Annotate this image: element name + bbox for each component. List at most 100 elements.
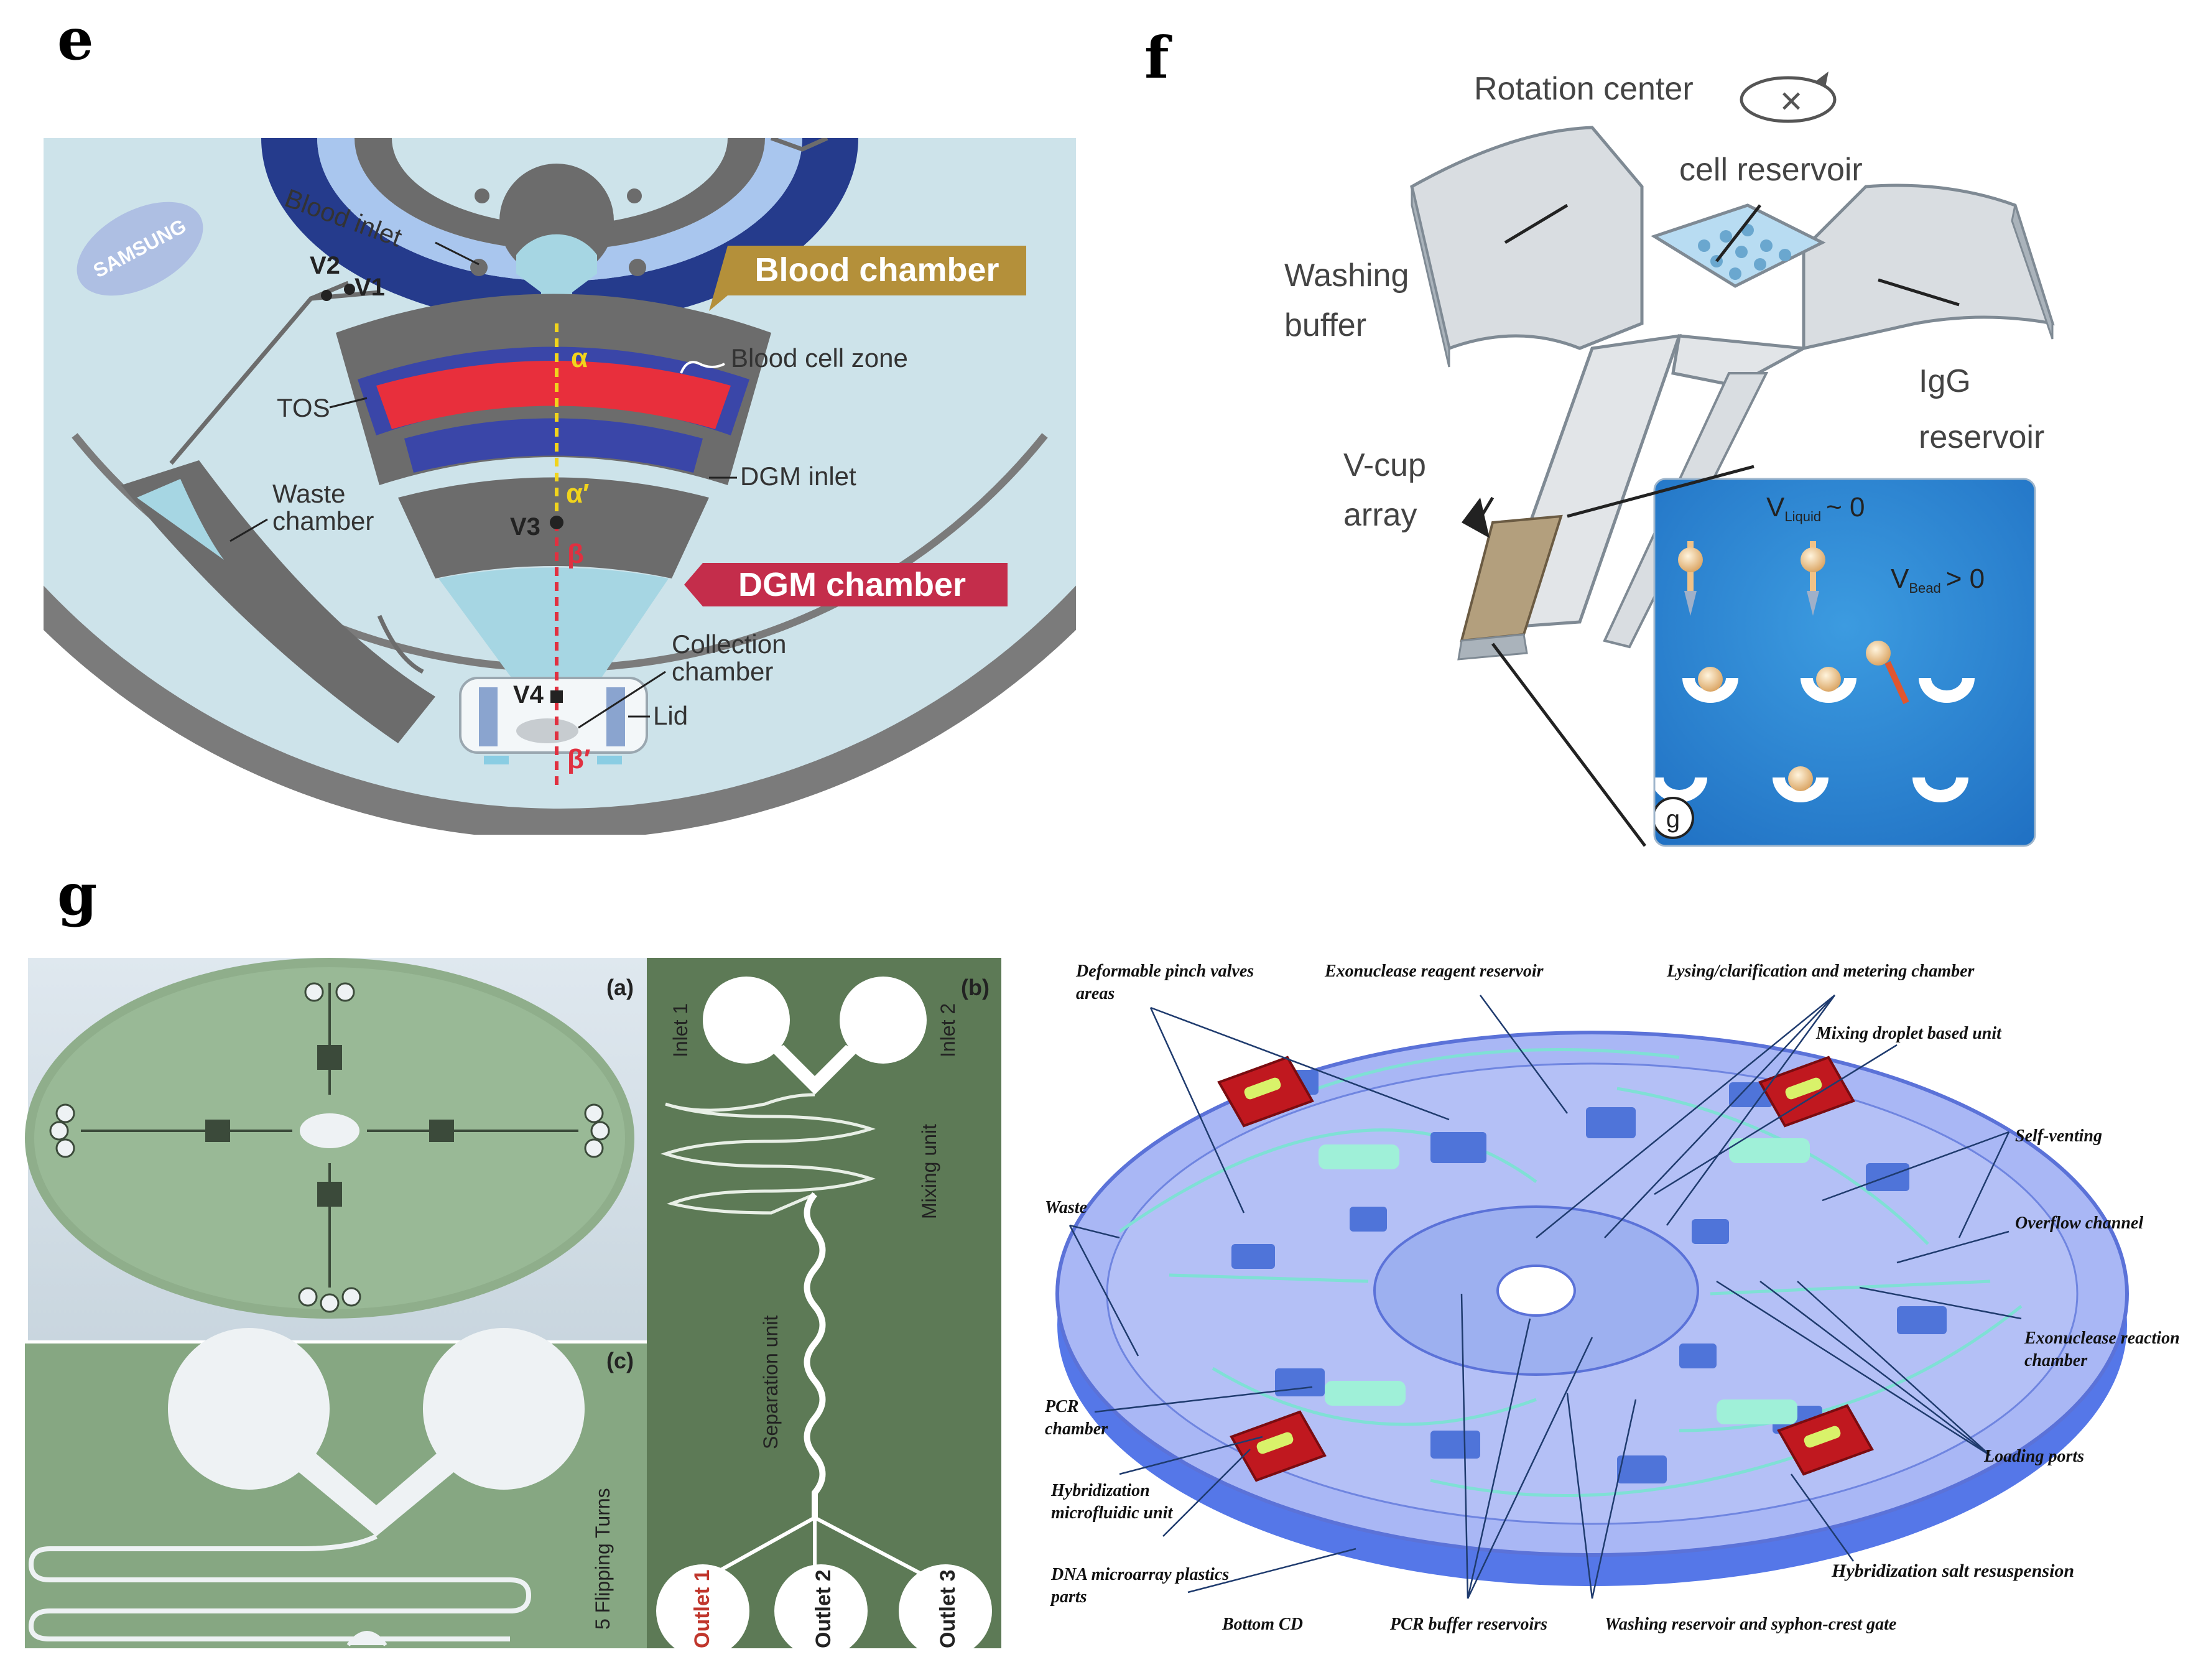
label-exo-reaction-line1: Exonuclease reaction (2024, 1329, 2180, 1348)
label-tos: TOS (277, 393, 330, 422)
label-pinch-line1: Deformable pinch valves (1075, 962, 1254, 981)
valve-v1 (344, 284, 355, 295)
blood-inlet-drop (516, 234, 597, 317)
subpanel-a-wells (49, 982, 610, 1313)
label-separation-unit: Separation unit (759, 1316, 782, 1449)
label-blood-cell-zone: Blood cell zone (731, 343, 908, 373)
label-waste-line1: Waste (272, 479, 345, 508)
lid-foot-left (484, 756, 509, 764)
label-inlet1: Inlet 1 (669, 1003, 692, 1057)
tag-a: (a) (606, 975, 634, 1000)
label-waste: Waste (1045, 1198, 1087, 1217)
label-outlet2: Outlet 2 (812, 1569, 835, 1648)
label-alpha: α (571, 343, 588, 373)
label-lysing: Lysing/clarification and metering chambe… (1666, 962, 1975, 981)
leader-collection (578, 671, 666, 729)
washing-buffer-reservoir (1410, 126, 1644, 351)
valve-v3 (550, 516, 563, 529)
label-dgm-chamber: DGM chamber (738, 566, 966, 603)
leader-waste (229, 518, 268, 542)
label-v-bead: VBead> 0 (1891, 564, 1985, 596)
label-v2: V2 (310, 252, 340, 279)
subpanel-a-channels (81, 983, 578, 1288)
panel-e-diagram: SAMSUNG (44, 138, 1076, 835)
subpanel-c-flipping-channel (28, 1534, 532, 1641)
label-vcup-line1: V-cup (1343, 447, 1426, 483)
label-self-venting: Self-venting (2015, 1126, 2102, 1146)
label-exo-reaction-line2: chamber (2024, 1351, 2088, 1370)
panel-letter-e: e (57, 6, 94, 73)
label-pcr-line2: chamber (1045, 1419, 1108, 1439)
subpanel-c-inlet-left (168, 1328, 330, 1490)
label-overflow: Overflow channel (2015, 1214, 2143, 1233)
rotation-arrow-icon (1816, 72, 1829, 87)
label-v-liquid: VLiquid~ 0 (1766, 492, 1865, 524)
label-washing-line2: buffer (1284, 307, 1366, 343)
label-flipping-turns: 5 Flipping Turns (591, 1488, 614, 1630)
mixing-channel (661, 1093, 876, 1215)
outlet3-well (899, 1564, 992, 1658)
separation-channel (804, 1192, 826, 1518)
dna-microarray-parts (1217, 1056, 1874, 1482)
dgm-funnel (438, 567, 669, 684)
panel-letter-g: g (57, 861, 97, 928)
subpanel-c-inlet-right (423, 1328, 585, 1490)
label-inlet2: Inlet 2 (937, 1003, 959, 1057)
label-cell-reservoir: cell reservoir (1679, 152, 1863, 188)
leader-blood-inlet (435, 241, 480, 266)
subpanel-b-bg (647, 958, 1001, 1648)
top-blue-arc (261, 138, 858, 325)
panel-g1-diagram: (a) (b) Inlet 1 Inlet 2 Mixing unit Sepa… (25, 958, 1001, 1658)
waste-chamber-inner (137, 479, 224, 560)
label-loading-ports: Loading ports (1983, 1447, 2084, 1466)
valve-studs (470, 188, 646, 276)
outlet2-well (774, 1564, 868, 1658)
v-cup-arrow-icon (1462, 498, 1490, 538)
inset-tag: g (1666, 805, 1680, 833)
lid-foot-right (597, 756, 622, 764)
dgm-chamber-callout (684, 563, 1008, 606)
rotation-x-icon: ✕ (1779, 86, 1804, 119)
label-collection-line1: Collection (672, 629, 786, 659)
label-hybrid-line1: Hybridization (1050, 1481, 1150, 1500)
tag-b: (b) (961, 975, 990, 1000)
inlet1-well (703, 977, 790, 1064)
blood-cell-layer (376, 361, 731, 429)
label-hybrid-line2: microfluidic unit (1051, 1503, 1173, 1523)
collected-sample (516, 718, 578, 743)
tag-c: (c) (606, 1348, 634, 1373)
label-igg-line1: IgG (1919, 363, 1971, 399)
label-dna-line2: parts (1050, 1587, 1087, 1607)
panel-g2-leaders (1068, 995, 2022, 1599)
rotation-center-symbol (1740, 76, 1837, 123)
cell-reservoir (1651, 203, 1826, 288)
cd-center-hole (1496, 1265, 1576, 1317)
leader-blood-cell-zone (680, 361, 725, 374)
label-blood-chamber: Blood chamber (754, 251, 999, 289)
top-gray-arc (355, 138, 765, 250)
lid-right (606, 687, 625, 746)
falling-beads (1678, 541, 1825, 616)
label-collection-line2: chamber (672, 657, 773, 686)
subpanel-a-hole (300, 1113, 359, 1148)
subpanel-a-mixers (205, 1045, 454, 1207)
label-rotation-center: Rotation center (1474, 71, 1694, 107)
label-mixing-droplet: Mixing droplet based unit (1815, 1024, 2002, 1043)
v-cup-inset: g VLiquid~ 0 VBead> 0 (1654, 479, 2035, 846)
channel-lines (169, 138, 828, 674)
label-beta: β (567, 539, 584, 569)
label-dna-line1: DNA microarray plastics (1050, 1565, 1229, 1584)
label-outlet3: Outlet 3 (936, 1569, 960, 1648)
panel-f-diagram: ✕ (1284, 71, 2055, 847)
label-alpha-prime: α′ (566, 478, 590, 509)
panel-g2-diagram: Deformable pinch valves areas Exonucleas… (1044, 962, 2180, 1634)
inlet2-well (840, 977, 927, 1064)
label-v1: V1 (355, 274, 385, 301)
label-v3: V3 (510, 513, 540, 541)
label-waste-line2: chamber (272, 506, 374, 536)
label-dgm-inlet: DGM inlet (740, 462, 856, 491)
blood-plasma-layer (404, 418, 703, 473)
label-pcr-line1: PCR (1044, 1397, 1078, 1416)
cd-chambers (1231, 1070, 1947, 1483)
blood-chamber-callout (709, 246, 1026, 311)
